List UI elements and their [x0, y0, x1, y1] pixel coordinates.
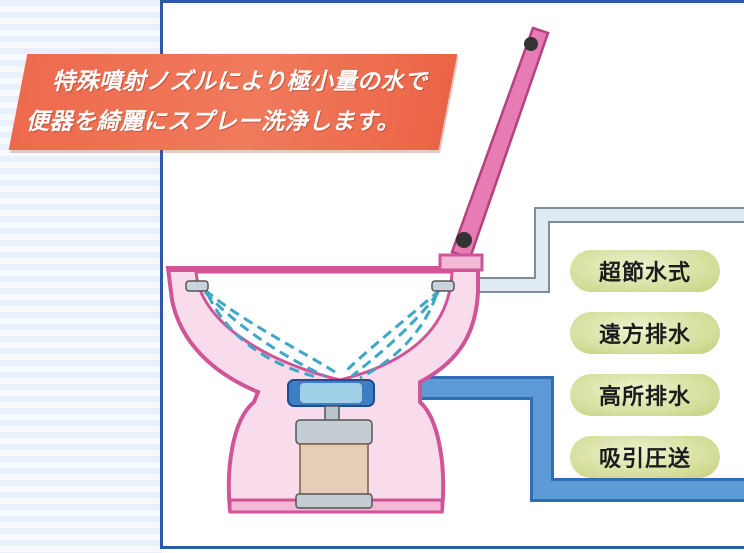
discharge-valve — [287, 379, 375, 425]
label-long-distance-drain: 遠方排水 — [570, 312, 720, 354]
label-high-position-drain: 高所排水 — [570, 374, 720, 416]
drain-pipe — [372, 376, 744, 502]
spray-nozzles — [185, 280, 455, 292]
headline-line-2: 便器を綺麗にスプレー洗浄します。 — [26, 109, 400, 135]
headline-text: 特殊噴射ノズルにより極小量の水で 便器を綺麗にスプレー洗浄します。 — [22, 62, 462, 142]
headline-line-1: 特殊噴射ノズルにより極小量の水で — [52, 69, 428, 95]
label-suction-pressure-feed: 吸引圧送 — [570, 436, 720, 478]
suction-pump — [295, 419, 373, 509]
spray-pattern — [203, 288, 441, 380]
toilet-lid — [438, 26, 550, 272]
label-super-water-saving: 超節水式 — [570, 250, 720, 292]
water-supply-pipe — [452, 207, 744, 293]
